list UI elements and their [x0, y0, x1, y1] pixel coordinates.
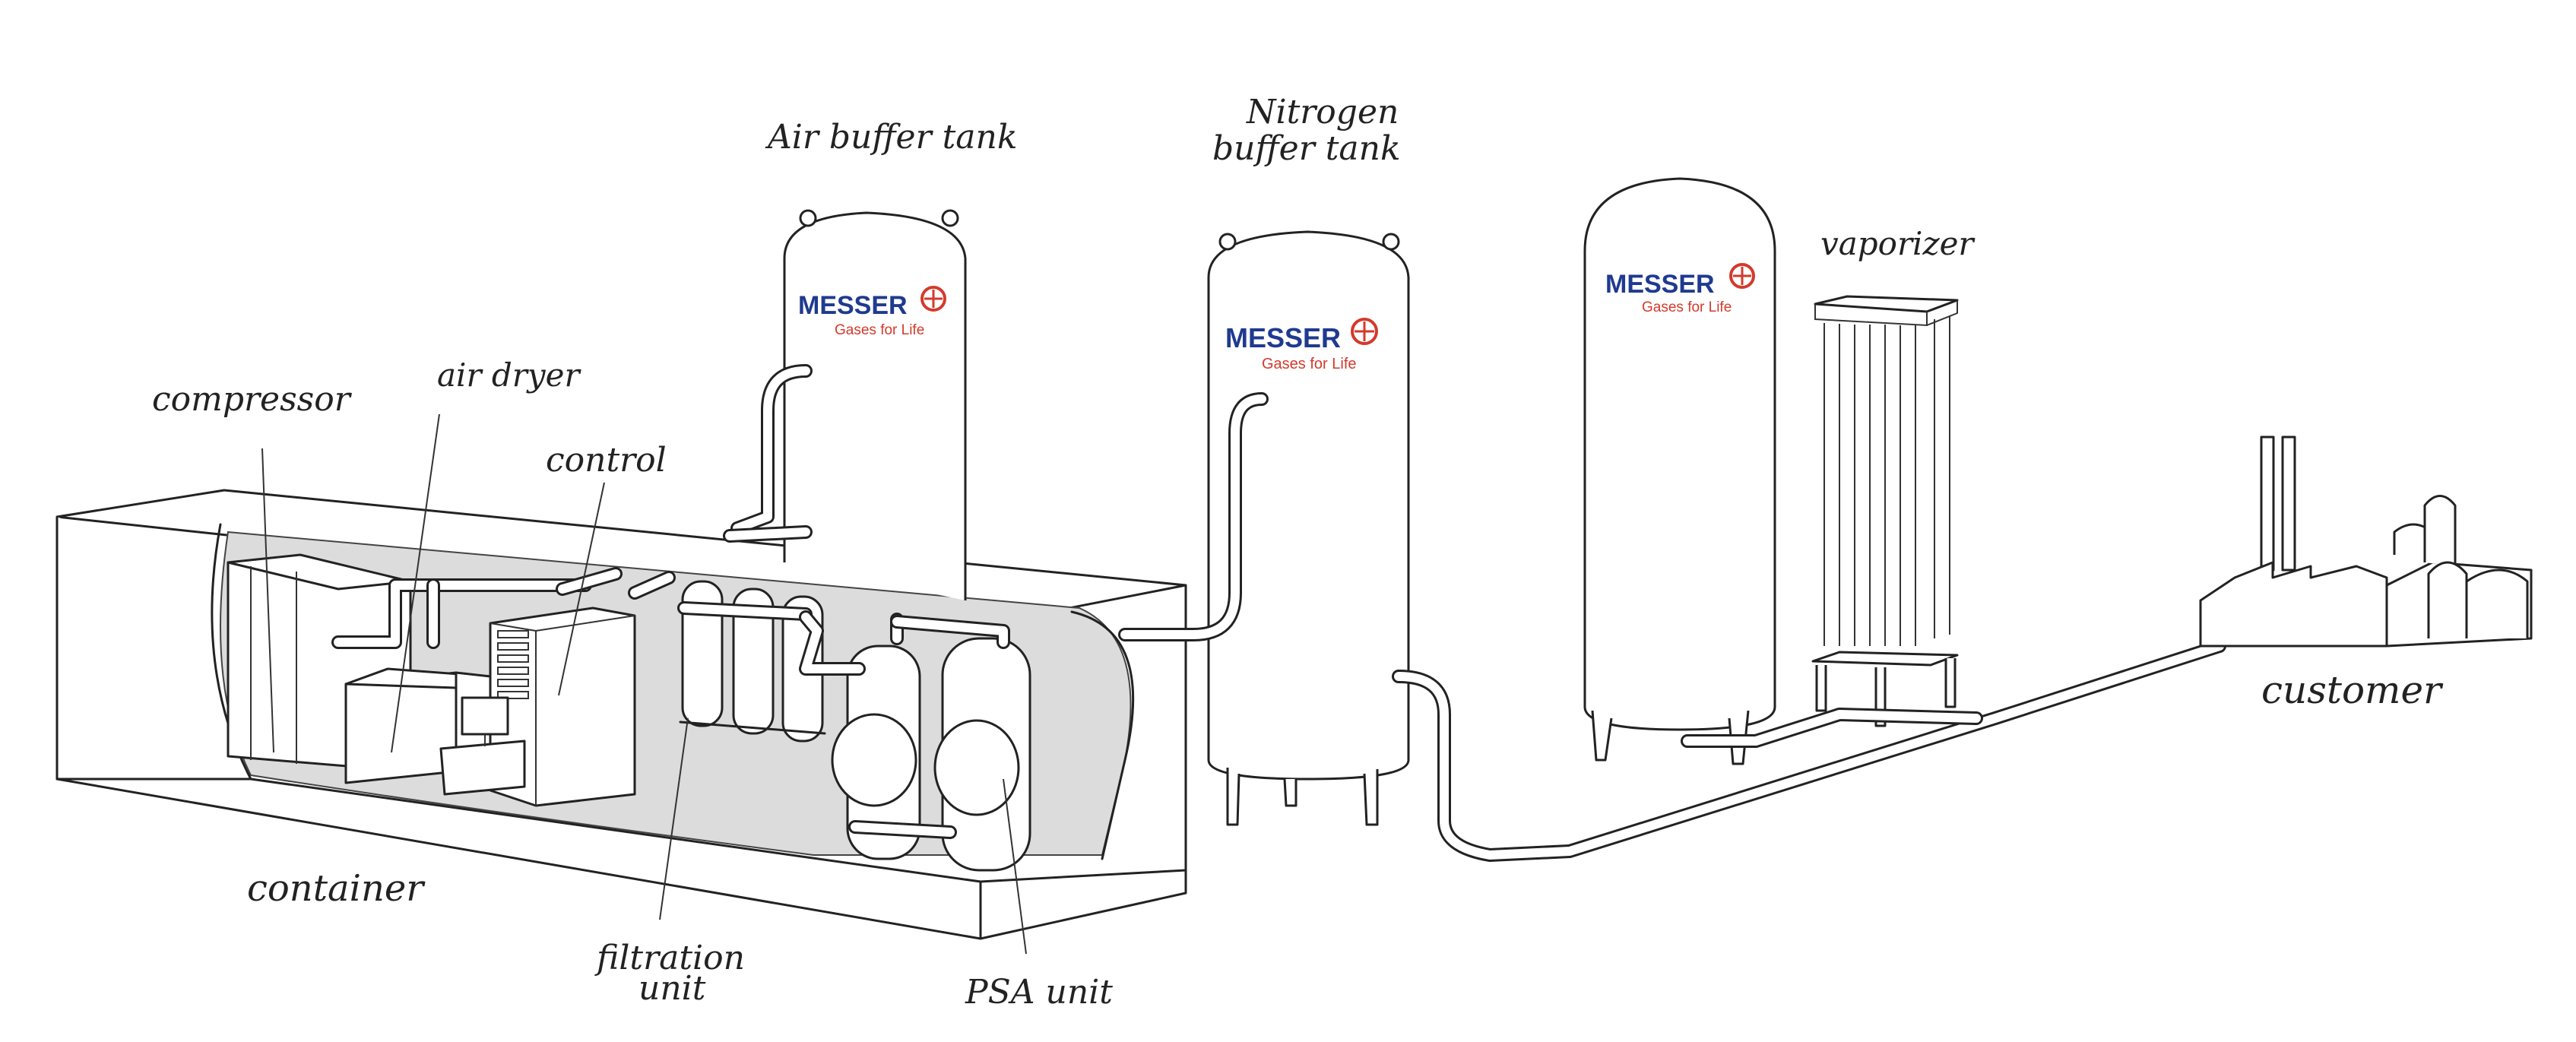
label-vaporizer: vaporizer: [1820, 225, 1976, 262]
label-control: control: [546, 441, 667, 480]
logo-brand-text: MESSER: [1225, 322, 1341, 353]
messer-logo-storage-tank: MESSER Gases for Life: [1605, 263, 1755, 315]
logo-tagline-text: Gases for Life: [1642, 299, 1732, 315]
filtration-unit: [679, 580, 826, 743]
messer-logo-nitrogen-tank: MESSER Gases for Life: [1225, 318, 1378, 372]
container-piping: [331, 567, 1010, 676]
leader-lines: [261, 413, 1027, 955]
logo-brand-text: MESSER: [1605, 270, 1715, 299]
component-labels: Air buffer tank Nitrogen buffer tank vap…: [152, 93, 2444, 1012]
label-air-dryer: air dryer: [437, 356, 581, 394]
vaporizer: [1811, 295, 1959, 727]
air-buffer-tank: [723, 209, 967, 600]
label-customer: customer: [2261, 668, 2444, 712]
label-nitrogen-buffer-tank-line2: buffer tank: [1212, 129, 1401, 168]
messer-logo-air-tank: MESSER Gases for Life: [798, 286, 946, 338]
label-filtration-unit-line2: unit: [638, 969, 706, 1008]
label-container: container: [247, 867, 426, 910]
label-psa-unit: PSA unit: [965, 973, 1113, 1012]
logo-brand-text: MESSER: [798, 291, 908, 320]
label-air-buffer-tank: Air buffer tank: [765, 118, 1018, 157]
label-filtration-unit-line1: filtration: [594, 939, 745, 977]
pipeline-to-customer: [1392, 639, 2226, 862]
label-nitrogen-buffer-tank-line1: Nitrogen: [1246, 93, 1399, 131]
logo-emblem-icon: [1351, 318, 1378, 345]
logo-tagline-text: Gases for Life: [1262, 356, 1357, 372]
logo-emblem-icon: [1729, 263, 1755, 289]
logo-tagline-text: Gases for Life: [835, 322, 924, 338]
nitrogen-buffer-tank: [1118, 230, 1410, 826]
customer-factory: [2199, 435, 2533, 648]
label-compressor: compressor: [152, 380, 353, 419]
control-cabinet: [439, 607, 636, 807]
logo-emblem-icon: [920, 286, 946, 312]
liquid-nitrogen-storage-tank: [1583, 177, 1776, 765]
